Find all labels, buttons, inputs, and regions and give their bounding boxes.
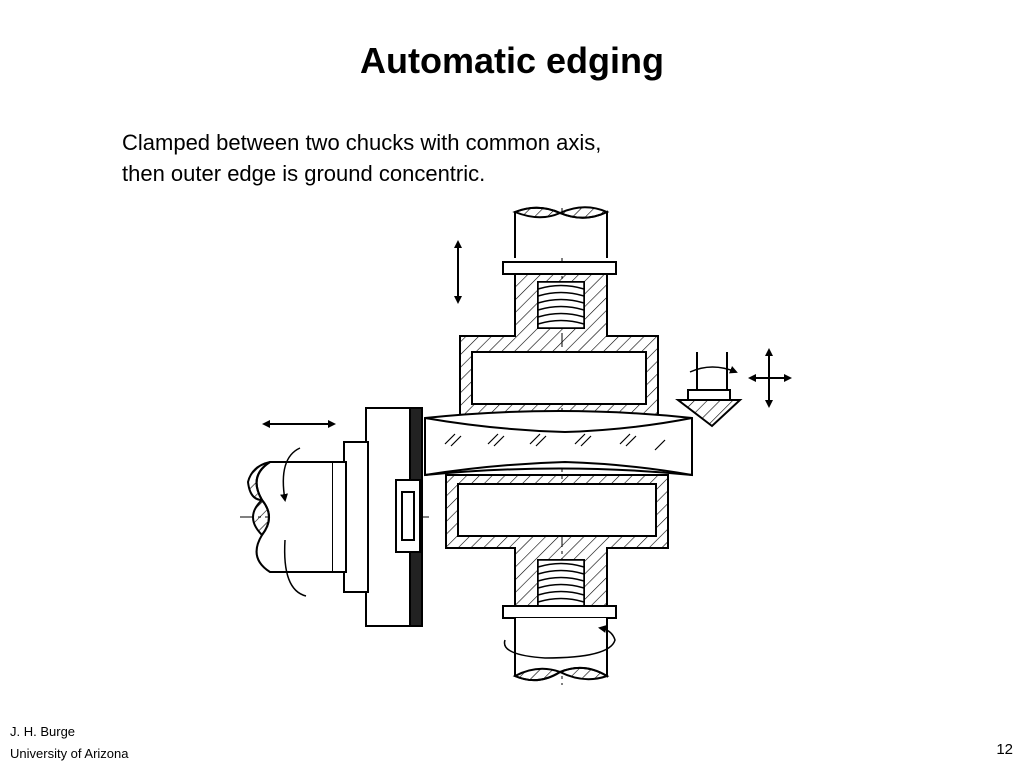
footer-credits: J. H. Burge University of Arizona (10, 721, 129, 765)
edge-tool (675, 352, 743, 428)
upper-spindle (502, 206, 617, 275)
slide-body-text: Clamped between two chucks with common a… (122, 127, 601, 189)
footer-author: J. H. Burge (10, 724, 76, 739)
cross-arrows (748, 348, 792, 408)
upper-chuck (459, 273, 659, 417)
page-number: 12 (996, 741, 1013, 758)
lower-thread (537, 559, 585, 607)
grinding-wheel (331, 407, 423, 627)
wheel-rotation-arrow (280, 447, 307, 597)
body-line-2: then outer edge is ground concentric. (122, 161, 486, 186)
lower-rotation-arrow (503, 625, 616, 659)
lower-spindle (502, 605, 617, 682)
body-line-1: Clamped between two chucks with common a… (122, 130, 602, 155)
footer-institution: University of Arizona (10, 746, 129, 761)
lens-blank (424, 410, 693, 477)
slide-title: Automatic edging (360, 40, 664, 81)
wheel-spindle (246, 461, 332, 573)
edging-machine-diagram (240, 206, 792, 685)
upper-thread (537, 281, 585, 329)
